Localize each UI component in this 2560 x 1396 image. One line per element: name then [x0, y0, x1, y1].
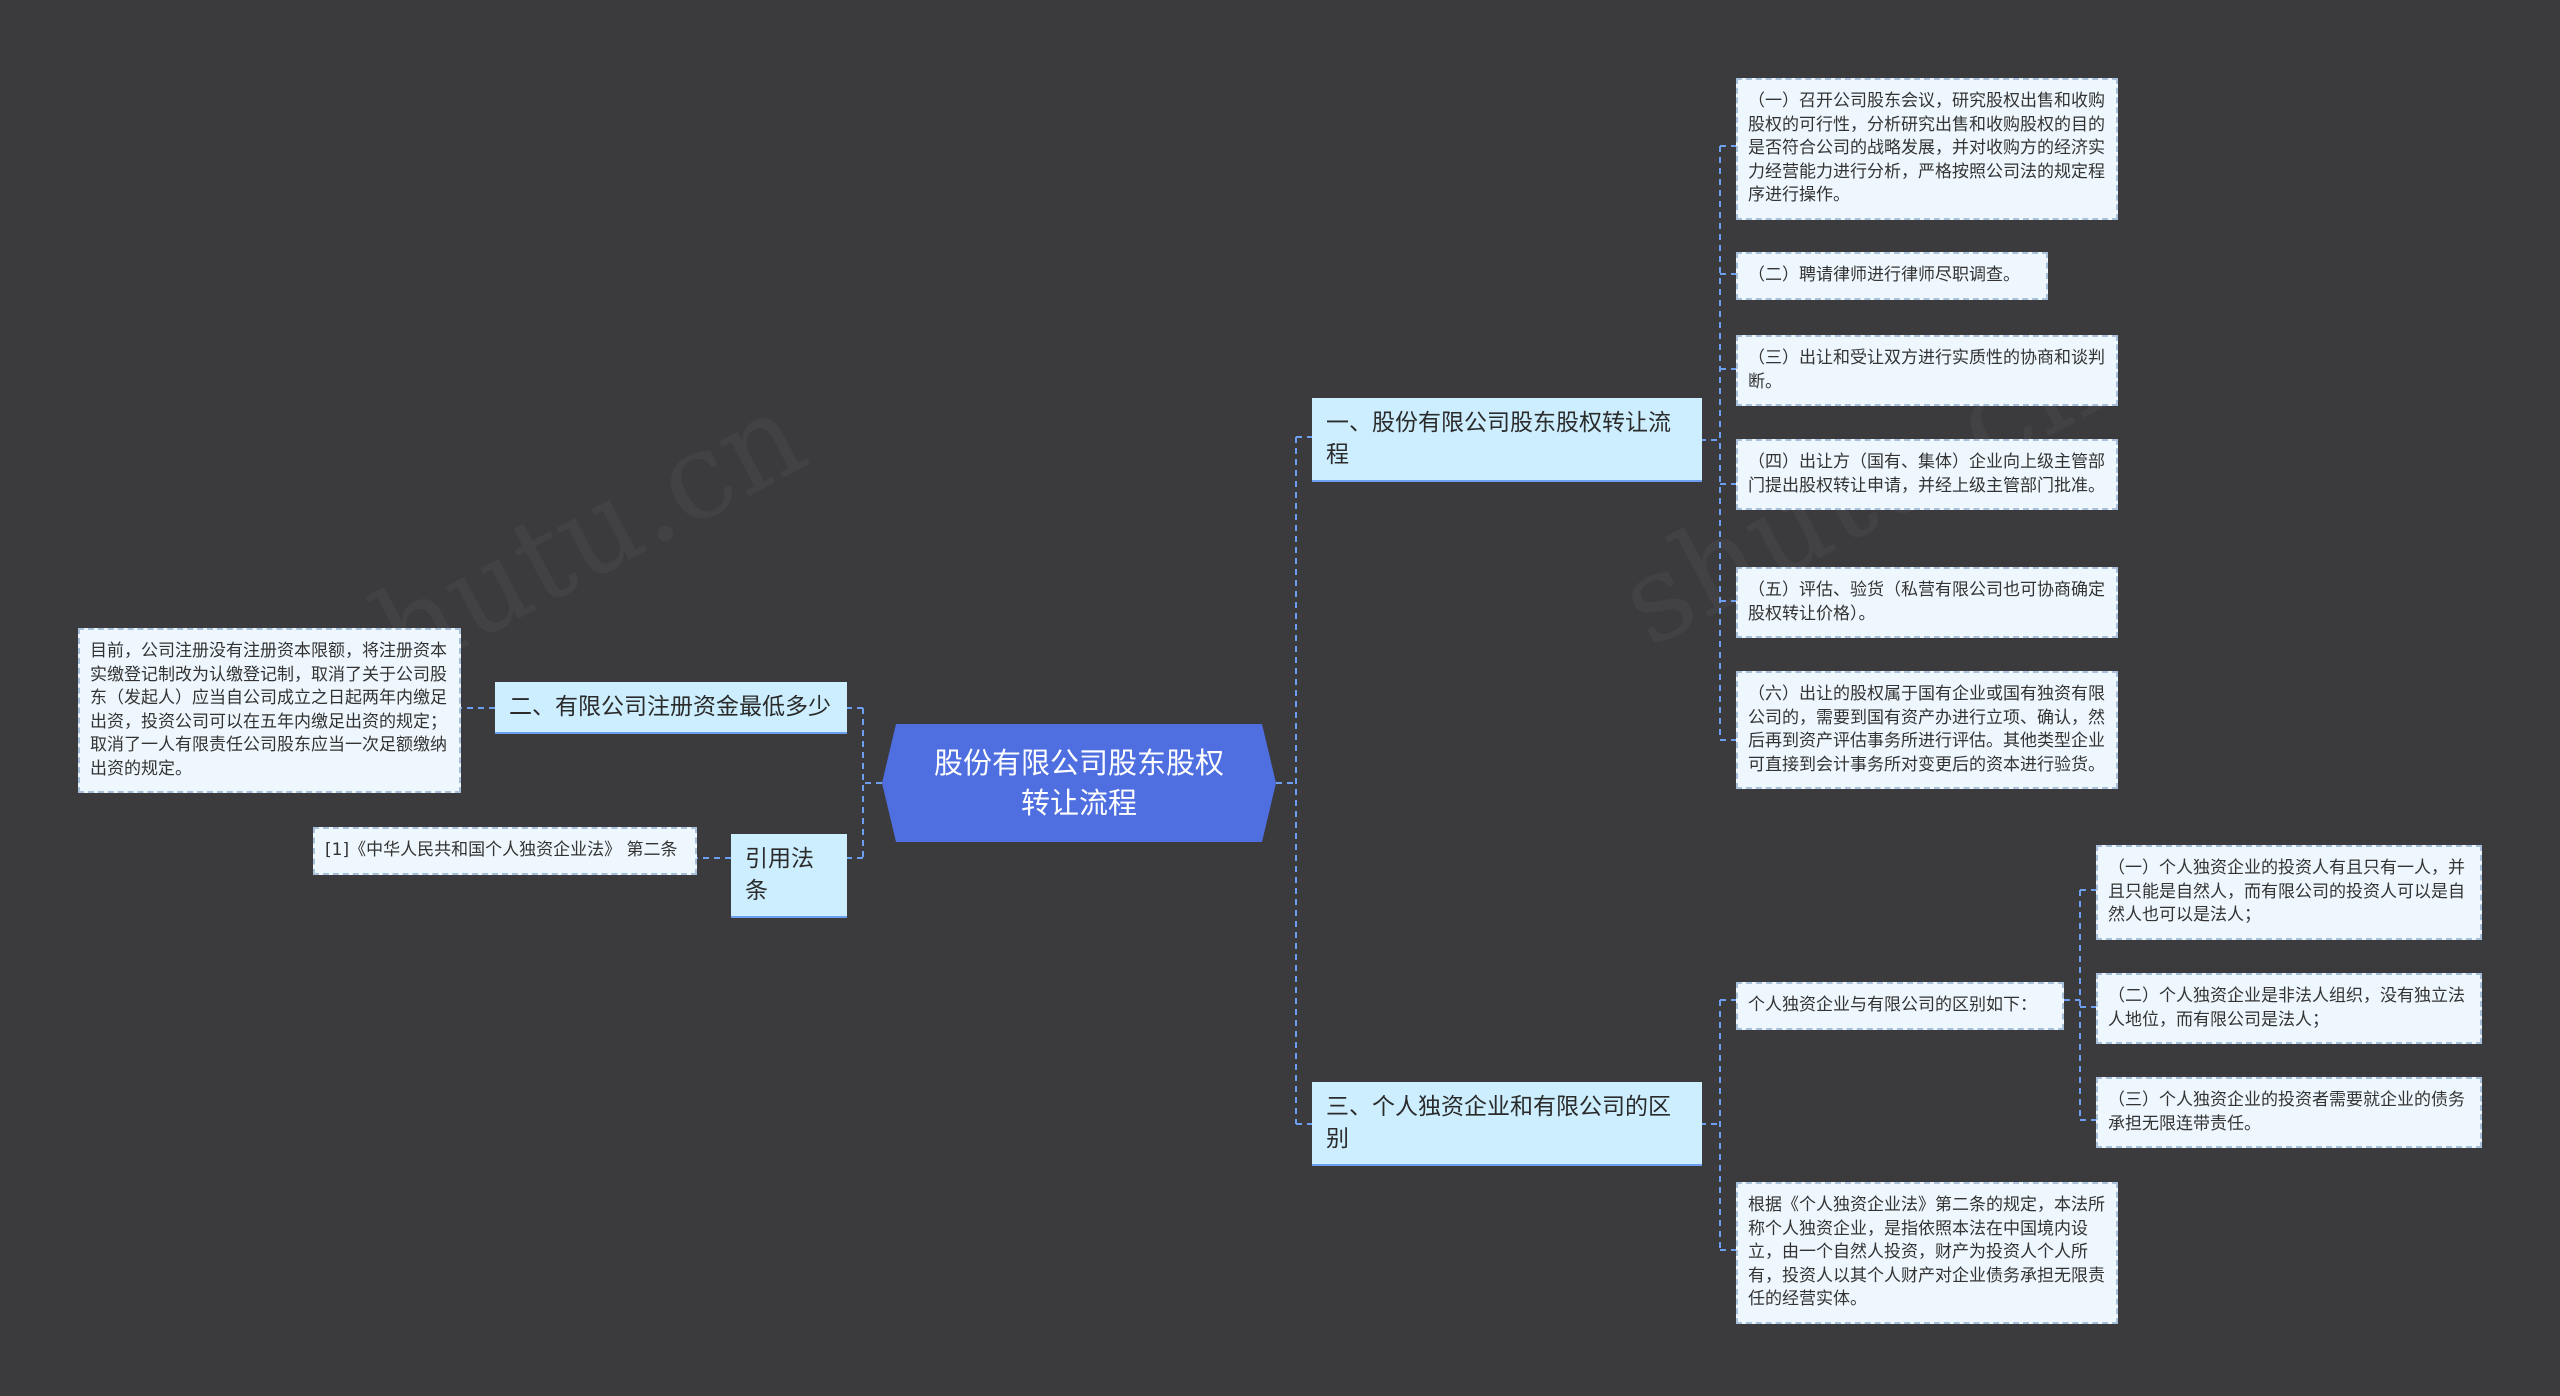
root-title: 股份有限公司股东股权转让流程 [933, 746, 1224, 820]
leaf-node[interactable]: （一）召开公司股东会议，研究股权出售和收购股权的可行性，分析研究出售和收购股权的… [1736, 78, 2118, 220]
branch-node-1[interactable]: 一、股份有限公司股东股权转让流程 [1312, 398, 1702, 482]
leaf-node[interactable]: （四）出让方（国有、集体）企业向上级主管部门提出股权转让申请，并经上级主管部门批… [1736, 439, 2118, 510]
leaf-text: （一）个人独资企业的投资人有且只有一人，并且只能是自然人，而有限公司的投资人可以… [2108, 858, 2465, 925]
leaf-text: 个人独资企业与有限公司的区别如下： [1748, 995, 2037, 1015]
leaf-node[interactable]: （五）评估、验货（私营有限公司也可协商确定股权转让价格）。 [1736, 567, 2118, 638]
leaf-node[interactable]: 根据《个人独资企业法》第二条的规定，本法所称个人独资企业，是指依照本法在中国境内… [1736, 1182, 2118, 1324]
leaf-node[interactable]: [1]《中华人民共和国个人独资企业法》 第二条 [313, 827, 697, 875]
leaf-node[interactable]: （三）个人独资企业的投资者需要就企业的债务承担无限连带责任。 [2096, 1077, 2482, 1148]
leaf-text: 根据《个人独资企业法》第二条的规定，本法所称个人独资企业，是指依照本法在中国境内… [1748, 1195, 2105, 1309]
branch-node-3[interactable]: 三、个人独资企业和有限公司的区别 [1312, 1082, 1702, 1166]
leaf-text: （二）个人独资企业是非法人组织，没有独立法人地位，而有限公司是法人； [2108, 986, 2465, 1030]
root-node[interactable]: 股份有限公司股东股权转让流程 [882, 724, 1276, 842]
leaf-node[interactable]: （二）个人独资企业是非法人组织，没有独立法人地位，而有限公司是法人； [2096, 973, 2482, 1044]
branch-node-2[interactable]: 二、有限公司注册资金最低多少 [495, 682, 847, 734]
leaf-node[interactable]: （六）出让的股权属于国有企业或国有独资有限公司的，需要到国有资产办进行立项、确认… [1736, 671, 2118, 789]
leaf-node[interactable]: （三）出让和受让双方进行实质性的协商和谈判断。 [1736, 335, 2118, 406]
leaf-text: （五）评估、验货（私营有限公司也可协商确定股权转让价格）。 [1748, 580, 2105, 624]
leaf-text: 目前，公司注册没有注册资本限额，将注册资本实缴登记制改为认缴登记制，取消了关于公… [90, 641, 447, 779]
branch-node-citation[interactable]: 引用法条 [731, 834, 847, 918]
leaf-text: （二）聘请律师进行律师尽职调查。 [1748, 265, 2020, 285]
leaf-node[interactable]: （二）聘请律师进行律师尽职调查。 [1736, 252, 2048, 300]
leaf-text: （三）出让和受让双方进行实质性的协商和谈判断。 [1748, 348, 2105, 392]
leaf-text: [1]《中华人民共和国个人独资企业法》 第二条 [325, 840, 678, 860]
branch-title: 一、股份有限公司股东股权转让流程 [1326, 410, 1671, 468]
leaf-node[interactable]: 个人独资企业与有限公司的区别如下： [1736, 982, 2064, 1030]
leaf-node[interactable]: （一）个人独资企业的投资人有且只有一人，并且只能是自然人，而有限公司的投资人可以… [2096, 845, 2482, 940]
leaf-text: （三）个人独资企业的投资者需要就企业的债务承担无限连带责任。 [2108, 1090, 2465, 1134]
branch-title: 引用法条 [745, 846, 814, 904]
leaf-text: （四）出让方（国有、集体）企业向上级主管部门提出股权转让申请，并经上级主管部门批… [1748, 452, 2105, 496]
branch-title: 二、有限公司注册资金最低多少 [509, 694, 831, 720]
leaf-text: （六）出让的股权属于国有企业或国有独资有限公司的，需要到国有资产办进行立项、确认… [1748, 684, 2105, 775]
leaf-text: （一）召开公司股东会议，研究股权出售和收购股权的可行性，分析研究出售和收购股权的… [1748, 91, 2105, 205]
leaf-node[interactable]: 目前，公司注册没有注册资本限额，将注册资本实缴登记制改为认缴登记制，取消了关于公… [78, 628, 461, 793]
branch-title: 三、个人独资企业和有限公司的区别 [1326, 1094, 1671, 1152]
